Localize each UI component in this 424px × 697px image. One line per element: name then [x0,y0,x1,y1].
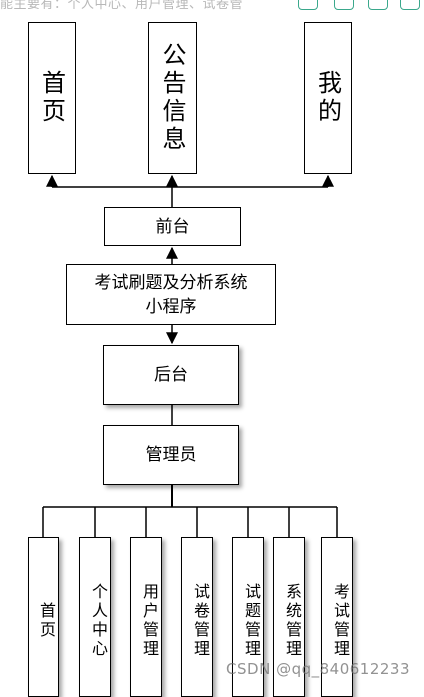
admin-box: 管理员 [103,425,239,485]
admin-module-question-management: 试题管理 [232,537,264,697]
top-bar-text: 能主要有：个人中心、用户管理、试卷管 [0,0,244,12]
module-mine: 我的 [304,22,352,174]
expand-icon[interactable] [368,0,388,10]
admin-module-exam-management: 考试管理 [321,537,353,697]
module-home: 首页 [28,22,76,174]
save-icon[interactable] [334,0,354,10]
backend-box: 后台 [103,345,239,405]
share-icon[interactable] [400,0,420,10]
module-notice: 公告信息 [148,22,197,174]
top-bar: 能主要有：个人中心、用户管理、试卷管 [0,0,424,14]
admin-module-user-management: 用户管理 [130,537,162,697]
admin-module-system-management: 系统管理 [273,537,305,697]
admin-module-paper-management: 试卷管理 [181,537,213,697]
admin-module-home: 首页 [28,537,59,697]
system-box: 考试刷题及分析系统 小程序 [66,264,276,325]
frontend-box: 前台 [104,207,241,246]
zoom-icon[interactable] [298,0,318,10]
watermark: CSDN @qq_840612233 [226,660,410,678]
admin-module-personal-center: 个人中心 [79,537,111,697]
